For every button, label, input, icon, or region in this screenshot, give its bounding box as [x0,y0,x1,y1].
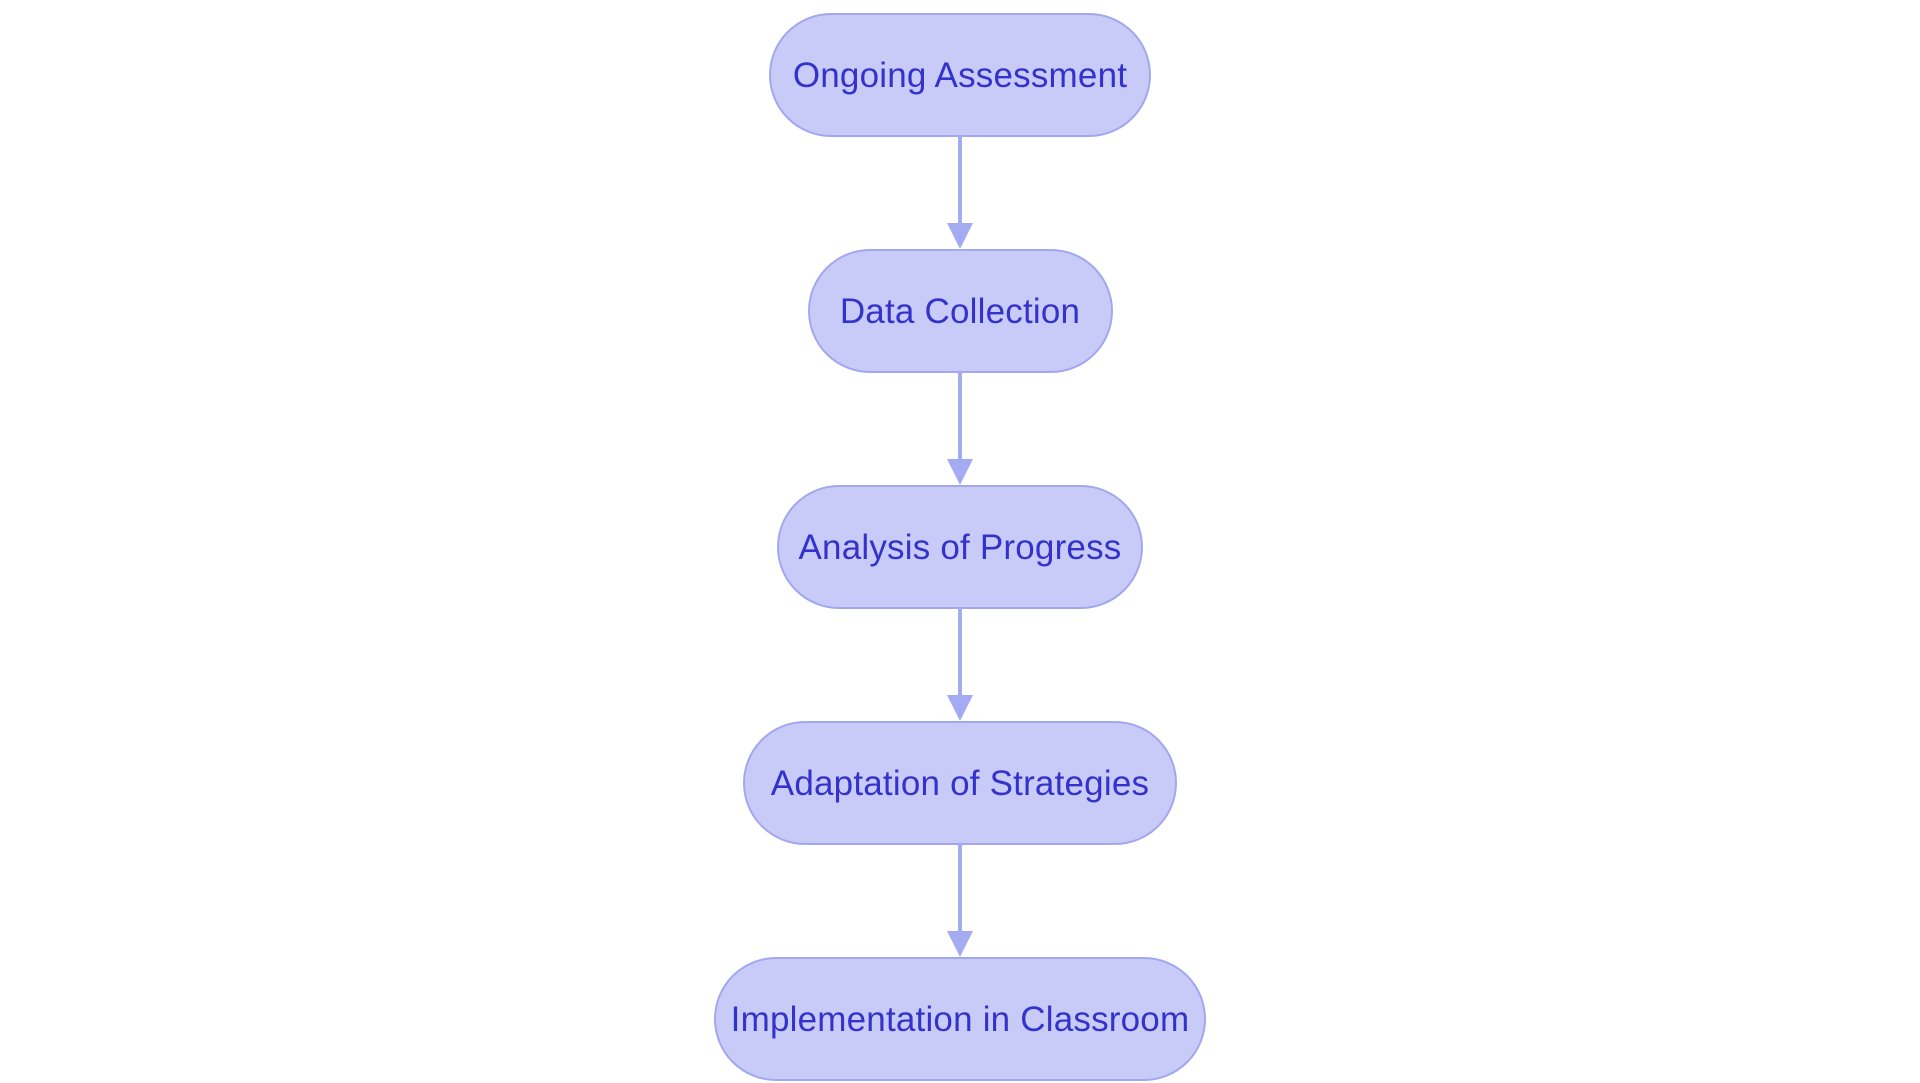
flow-node-data-collection[interactable]: Data Collection [807,249,1113,373]
flow-node-implementation-in-classroom[interactable]: Implementation in Classroom [714,957,1206,1081]
flow-node-label: Ongoing Assessment [792,55,1128,95]
flow-arrow-connector-4 [940,845,980,957]
flow-node-ongoing-assessment[interactable]: Ongoing Assessment [769,13,1151,137]
flow-node-label: Analysis of Progress [798,527,1122,567]
flow-node-adaptation-of-strategies[interactable]: Adaptation of Strategies [743,721,1177,845]
flow-node-label: Data Collection [839,291,1081,331]
flow-arrow-connector-1 [940,137,980,249]
flow-node-label: Implementation in Classroom [730,999,1190,1039]
flow-node-label: Adaptation of Strategies [770,763,1150,803]
flow-node-analysis-of-progress[interactable]: Analysis of Progress [777,485,1143,609]
flow-arrow-connector-2 [940,373,980,485]
flow-arrow-connector-3 [940,609,980,721]
